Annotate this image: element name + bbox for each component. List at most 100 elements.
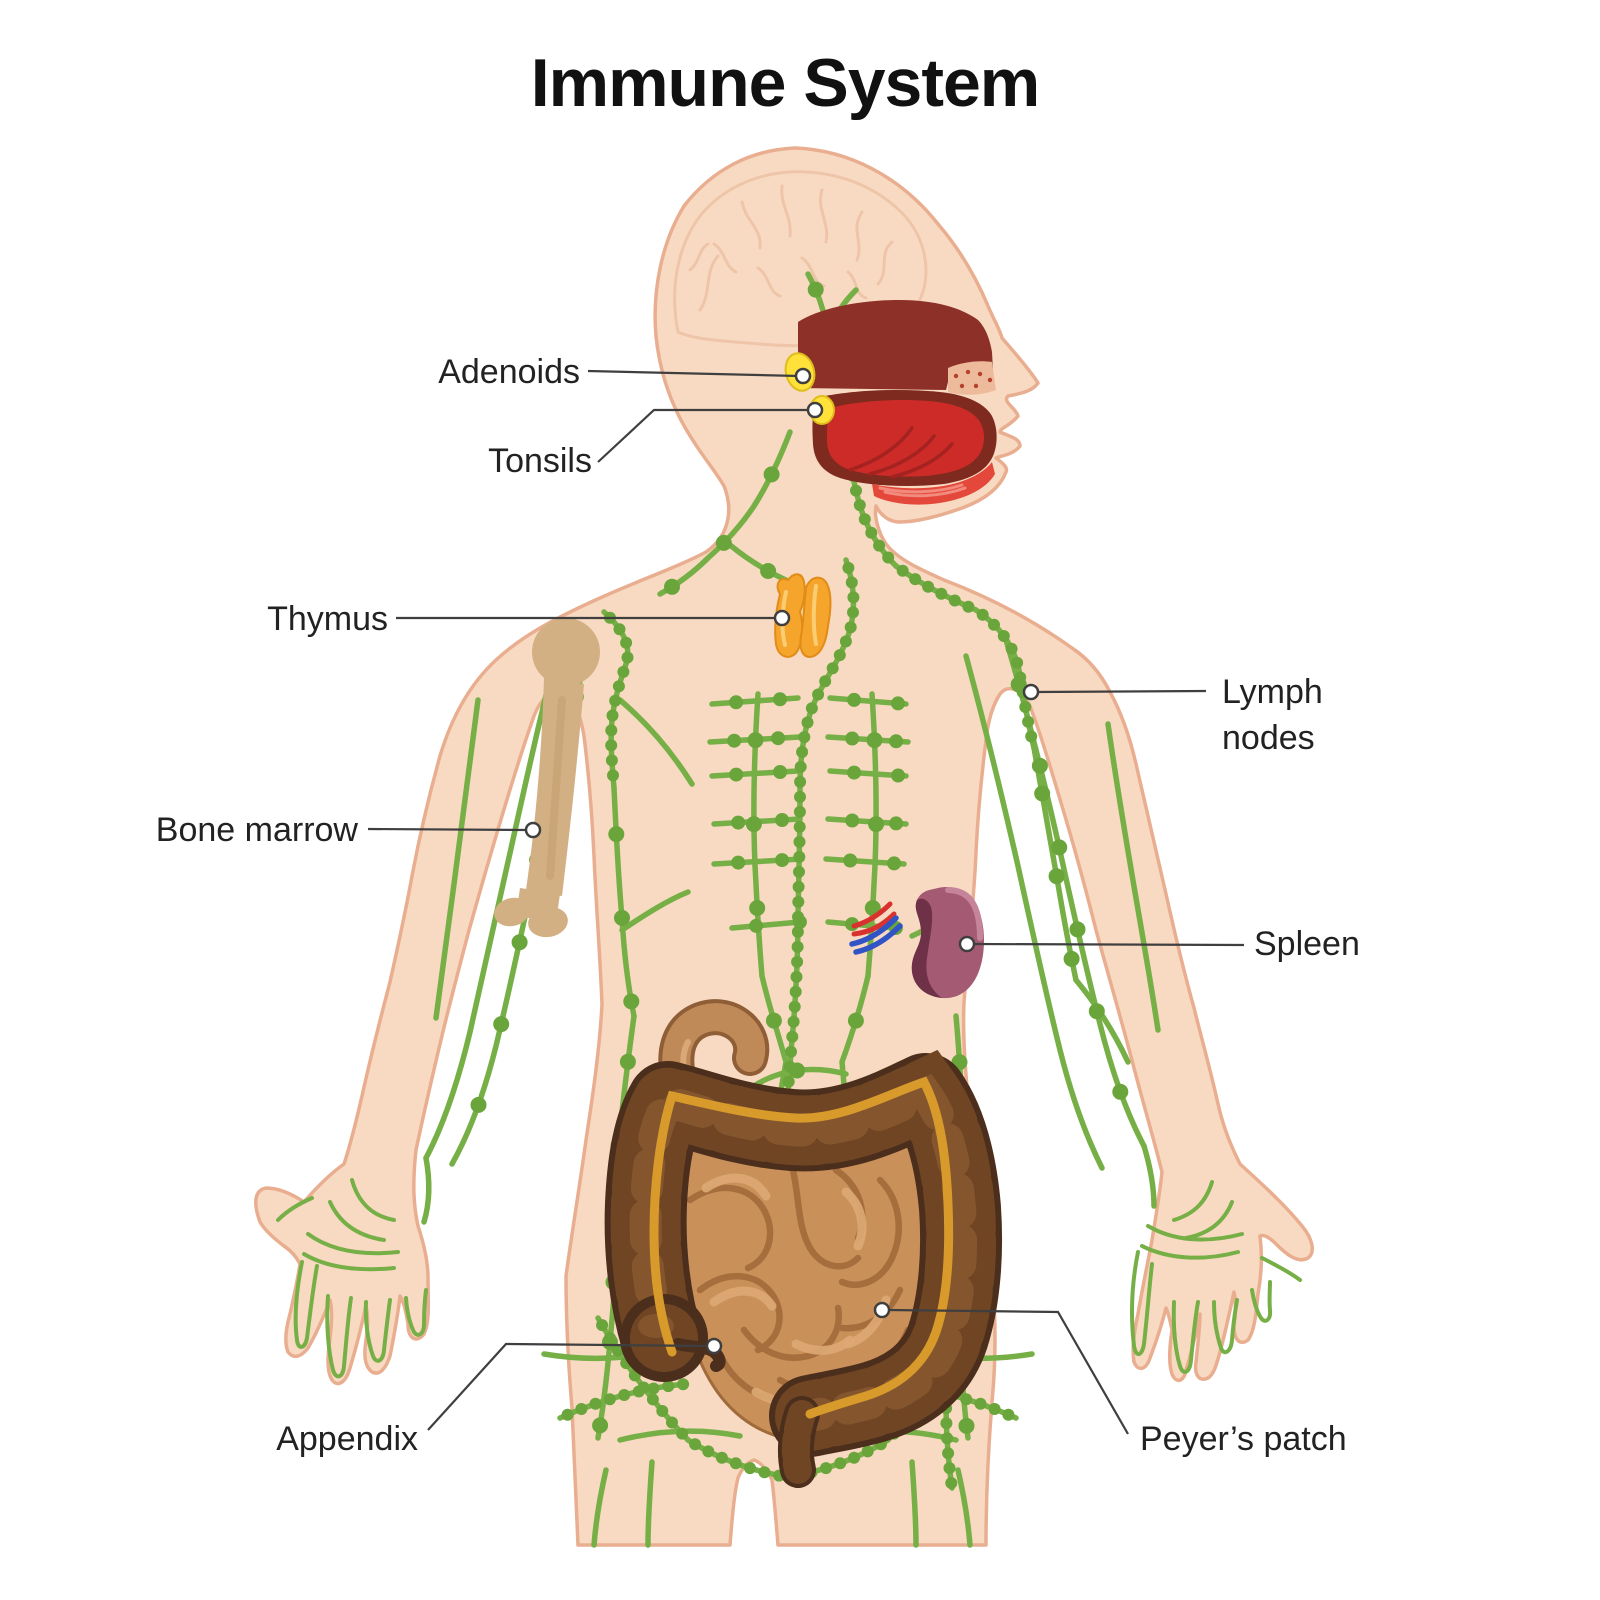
lymph-node: [847, 692, 862, 707]
lymph-vessel: [350, 1178, 396, 1222]
lymph-node: [922, 580, 935, 593]
lymph-node: [747, 732, 764, 749]
body-silhouette: [254, 146, 1314, 1547]
lymph-node: [715, 534, 732, 551]
large-intestine: [604, 1049, 1003, 1488]
label-tonsils: Tonsils: [488, 442, 592, 480]
lymph-node: [786, 1030, 799, 1043]
lymph-node: [844, 621, 857, 634]
lymph-node: [793, 805, 806, 818]
lymph-node: [744, 1462, 756, 1475]
lymph-vessel: [657, 555, 711, 597]
lymph-node: [729, 767, 744, 782]
lymph-node: [1010, 676, 1027, 693]
lymph-node: [820, 1462, 832, 1475]
lymph-node: [791, 940, 804, 953]
lymph-node: [656, 1405, 669, 1417]
lymph-node: [1019, 701, 1032, 713]
lymph-vessel: [328, 1200, 386, 1242]
lymph-node: [613, 623, 626, 636]
lymph-node: [589, 1397, 602, 1410]
thymus-highlight: [811, 584, 818, 646]
lymph-node: [1069, 921, 1086, 938]
bone-head: [532, 618, 600, 686]
lymph-node: [785, 1045, 797, 1058]
lymph-node: [891, 696, 905, 711]
lymph-node-cluster: [745, 732, 766, 916]
leader-lines: [367, 367, 1245, 1435]
lymph-node-cluster: [1034, 785, 1080, 967]
lymph-node: [847, 1012, 864, 1029]
lymph-node: [866, 732, 883, 749]
leader-line-lymph-nodes: [1035, 689, 1207, 694]
lymph-node-cluster: [731, 813, 790, 830]
lymph-node: [493, 1016, 510, 1033]
lymph-vessel: [1105, 721, 1161, 1033]
intestine-fold: [696, 1273, 783, 1354]
lymph-node: [614, 909, 630, 926]
lymph-node: [792, 880, 805, 893]
leader-dot-lymph-nodes: [1022, 683, 1040, 701]
lymph-node: [790, 970, 803, 983]
lymph-node: [793, 835, 806, 848]
lymph-vessel: [1250, 1280, 1273, 1323]
lymph-node: [632, 1385, 645, 1398]
lymph-node: [960, 1393, 973, 1406]
lymph-node: [826, 662, 839, 675]
lymph-node: [511, 934, 528, 951]
lymph-node: [868, 816, 885, 833]
brain-gyrus: [688, 242, 710, 272]
brain-gyrus: [819, 188, 829, 244]
lymph-vessel: [909, 1459, 919, 1548]
lymph-vessel: [1260, 1256, 1302, 1282]
lymph-node: [612, 680, 625, 693]
spleen-vessel-red: [851, 901, 893, 929]
lymph-node: [839, 635, 852, 648]
intestine-fold: [786, 1156, 862, 1270]
page-title: Immune System: [531, 45, 1040, 121]
lymph-node: [941, 1432, 954, 1445]
lymph-node: [606, 709, 619, 722]
lymph-vessel: [619, 889, 691, 933]
lymph-vessel: [1171, 1300, 1200, 1374]
lymph-node: [887, 856, 902, 871]
lymph-node: [596, 1319, 609, 1332]
label-lymph-nodes-line1: Lymph: [1222, 673, 1323, 711]
lymph-node: [805, 702, 818, 715]
lymph-node-cluster: [789, 1062, 806, 1079]
leader-line-peyers-patch: [887, 1308, 1129, 1435]
brain-gyrus: [698, 254, 720, 312]
lymph-node-cluster: [896, 564, 975, 613]
lymph-node: [1025, 730, 1038, 743]
lymph-node: [853, 499, 866, 512]
intestines: [604, 999, 1003, 1488]
lymph-node: [729, 695, 744, 710]
lymph-node: [850, 484, 862, 497]
label-appendix: Appendix: [276, 1420, 418, 1458]
lymph-node: [1031, 757, 1048, 774]
lymph-node: [749, 900, 766, 916]
lymph-vessel: [1129, 1250, 1154, 1356]
lymph-node: [882, 551, 895, 564]
lymph-node: [605, 739, 618, 752]
lymph-node: [775, 813, 790, 827]
lymph-node-cluster: [729, 765, 788, 782]
lymph-node: [787, 1015, 800, 1028]
brain-gyrus: [780, 184, 792, 238]
nasal-palate-block: [798, 300, 993, 390]
lymph-node: [605, 754, 618, 767]
leader-dot-spleen: [958, 935, 976, 953]
lymph-node: [997, 630, 1010, 642]
lymph-node-cluster: [1010, 676, 1129, 1100]
lymph-vessel: [1003, 637, 1147, 1149]
lymph-node: [847, 606, 859, 619]
lymph-node: [865, 526, 878, 539]
lymph-node: [775, 853, 790, 868]
lymph-node: [794, 790, 806, 803]
leader-dot-thymus: [773, 609, 791, 627]
lymph-node: [619, 1053, 636, 1070]
lymph-node: [765, 1012, 782, 1029]
lymph-node: [605, 724, 618, 737]
lymph-node: [788, 1000, 801, 1013]
intestine-fold: [740, 1304, 842, 1361]
